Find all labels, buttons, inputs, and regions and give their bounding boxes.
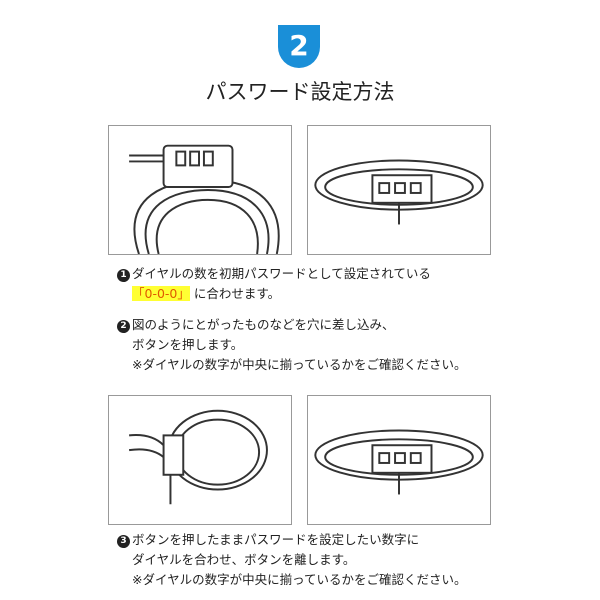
step-note: ※ダイヤルの数字が中央に揃っているかをご確認ください。 xyxy=(132,357,467,372)
hand-pressing-illustration xyxy=(108,395,292,525)
step-text: ボタンを押します。 xyxy=(132,337,244,352)
step-text: に合わせます。 xyxy=(193,286,281,301)
step-badge: 2 xyxy=(278,25,320,68)
lock-dial-illustration xyxy=(108,125,292,255)
lock-button-illustration-2 xyxy=(307,395,491,525)
step-number-1: 1 xyxy=(117,269,130,282)
step-number-3: 3 xyxy=(117,535,130,548)
step-text: ボタンを押したままパスワードを設定したい数字に xyxy=(132,532,420,547)
page-title: パスワード設定方法 xyxy=(205,80,395,104)
lock-button-illustration xyxy=(307,125,491,255)
step-text: 図のようにとがったものなどを穴に差し込み、 xyxy=(132,317,395,332)
step-note: ※ダイヤルの数字が中央に揃っているかをご確認ください。 xyxy=(132,572,467,587)
step-text: ダイヤルを合わせ、ボタンを離します。 xyxy=(132,552,356,567)
step-number-2: 2 xyxy=(117,320,130,333)
default-password-highlight: 「0-0-0」 xyxy=(132,286,190,301)
step-text: ダイヤルの数を初期パスワードとして設定されている xyxy=(132,266,431,281)
